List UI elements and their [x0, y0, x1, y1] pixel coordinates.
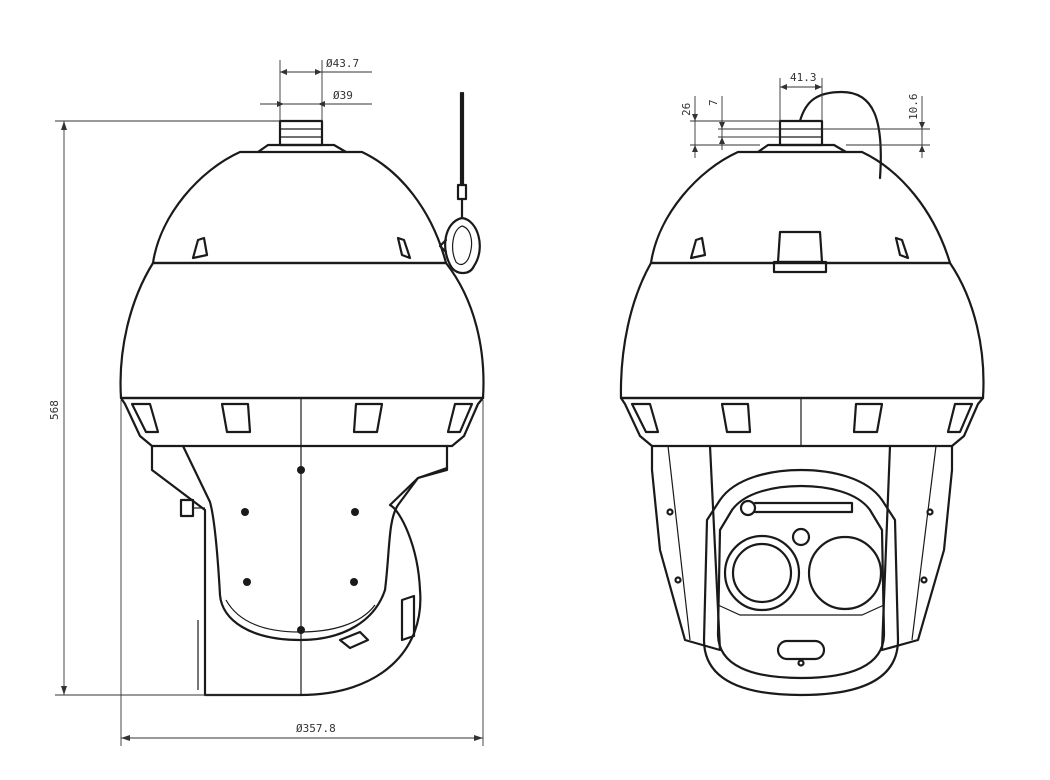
dimension-label-height: 568 — [48, 400, 61, 420]
dimension-label-side-c: 10.6 — [907, 94, 920, 121]
dimension-label-base-width: Ø357.8 — [296, 722, 336, 735]
front-yoke — [150, 444, 449, 697]
side-thermal-lens — [807, 535, 883, 611]
side-dimensions: 41.3 26 7 10.6 — [680, 71, 930, 158]
dimension-label-side-gap: 41.3 — [790, 71, 817, 84]
front-upper-slot — [396, 236, 412, 260]
side-visible-lens — [723, 534, 801, 612]
side-middle-housing — [619, 261, 985, 400]
side-cable — [798, 90, 882, 180]
dimension-label-top-inner: Ø39 — [333, 89, 353, 102]
front-middle-housing — [119, 261, 485, 400]
front-top-connector — [256, 119, 348, 154]
dimension-label-side-b: 7 — [707, 99, 720, 106]
side-yoke — [650, 444, 722, 652]
front-view — [119, 91, 485, 697]
front-upper-dome — [151, 150, 448, 265]
front-upper-slot — [191, 236, 209, 260]
side-lens-head — [702, 468, 900, 697]
dimension-label-top-outer: Ø43.7 — [326, 57, 359, 70]
front-safety-lanyard — [438, 91, 481, 275]
side-upper-dome — [649, 150, 952, 265]
front-lower-ring — [119, 396, 485, 448]
dimension-label-side-a: 26 — [680, 103, 693, 116]
side-view — [619, 90, 985, 697]
front-dimensions: Ø43.7 Ø39 568 Ø357.8 — [48, 57, 484, 746]
